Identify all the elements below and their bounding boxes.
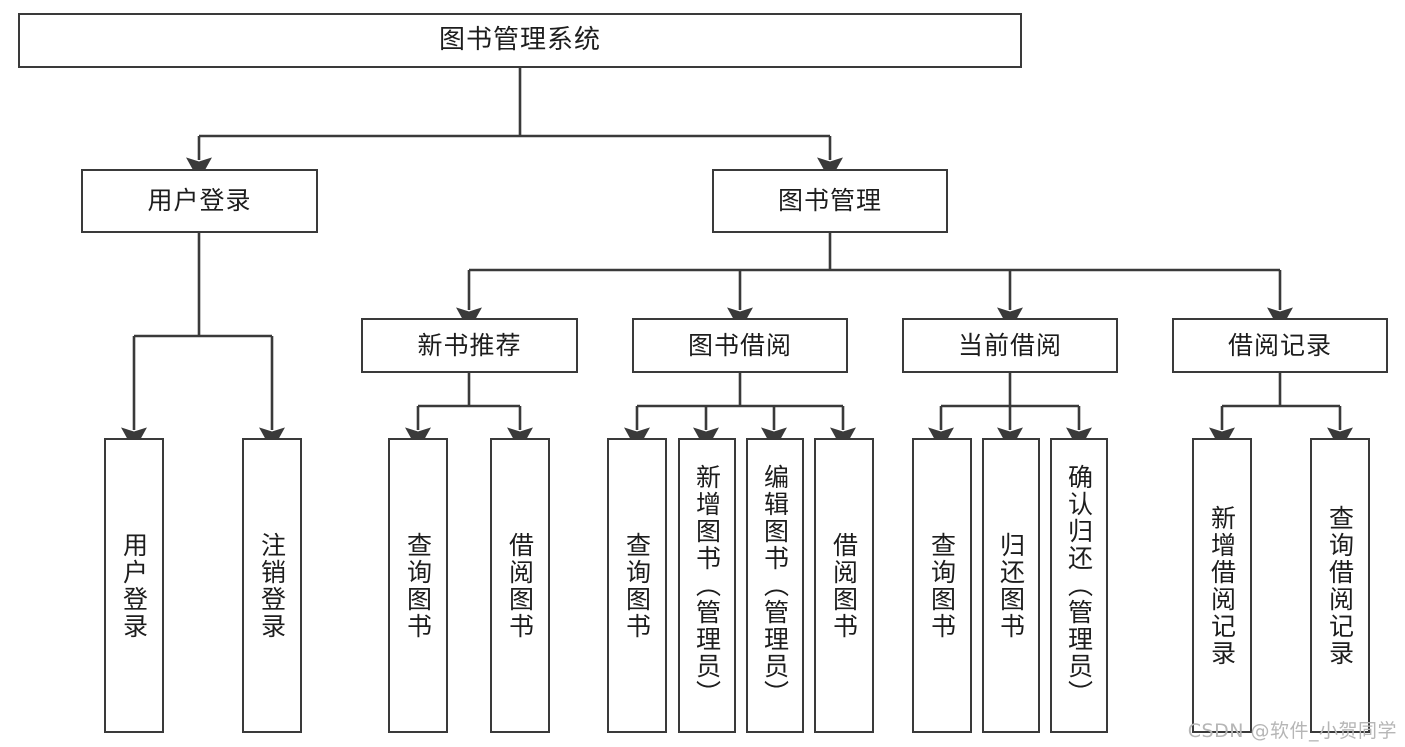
leaf-add-book[interactable]: 新增图书（管理员） — [678, 438, 736, 733]
leaf-label: 查询图书 — [622, 531, 652, 640]
leaf-query-book-1[interactable]: 查询图书 — [388, 438, 448, 733]
leaf-borrow-book-1[interactable]: 借阅图书 — [490, 438, 550, 733]
leaf-label: 查询图书 — [403, 531, 433, 640]
node-new-book-recommend[interactable]: 新书推荐 — [361, 318, 578, 373]
leaf-label: 用户登录 — [119, 531, 149, 640]
leaf-label: 编辑图书（管理员） — [760, 464, 790, 707]
leaf-label: 归还图书 — [996, 531, 1026, 640]
node-borrow-record[interactable]: 借阅记录 — [1172, 318, 1388, 373]
leaf-user-login[interactable]: 用户登录 — [104, 438, 164, 733]
node-book-borrow[interactable]: 图书借阅 — [632, 318, 848, 373]
leaf-return-book[interactable]: 归还图书 — [982, 438, 1040, 733]
leaf-query-record[interactable]: 查询借阅记录 — [1310, 438, 1370, 733]
node-book-management[interactable]: 图书管理 — [712, 169, 948, 233]
leaf-borrow-book-2[interactable]: 借阅图书 — [814, 438, 874, 733]
leaf-label: 查询图书 — [927, 531, 957, 640]
leaf-add-record[interactable]: 新增借阅记录 — [1192, 438, 1252, 733]
leaf-logout[interactable]: 注销登录 — [242, 438, 302, 733]
csdn-watermark: CSDN @软件_小贺同学 — [1187, 720, 1397, 742]
leaf-query-book-2[interactable]: 查询图书 — [607, 438, 667, 733]
leaf-label: 查询借阅记录 — [1325, 504, 1355, 667]
leaf-label: 新增借阅记录 — [1207, 504, 1237, 667]
leaf-label: 借阅图书 — [505, 531, 535, 640]
leaf-query-book-3[interactable]: 查询图书 — [912, 438, 972, 733]
leaf-edit-book[interactable]: 编辑图书（管理员） — [746, 438, 804, 733]
node-current-borrow[interactable]: 当前借阅 — [902, 318, 1118, 373]
node-root[interactable]: 图书管理系统 — [18, 13, 1022, 68]
leaf-confirm-return[interactable]: 确认归还（管理员） — [1050, 438, 1108, 733]
leaf-label: 确认归还（管理员） — [1064, 464, 1094, 707]
node-user-login[interactable]: 用户登录 — [81, 169, 318, 233]
leaf-label: 新增图书（管理员） — [692, 464, 722, 707]
leaf-label: 借阅图书 — [829, 531, 859, 640]
leaf-label: 注销登录 — [257, 531, 287, 640]
